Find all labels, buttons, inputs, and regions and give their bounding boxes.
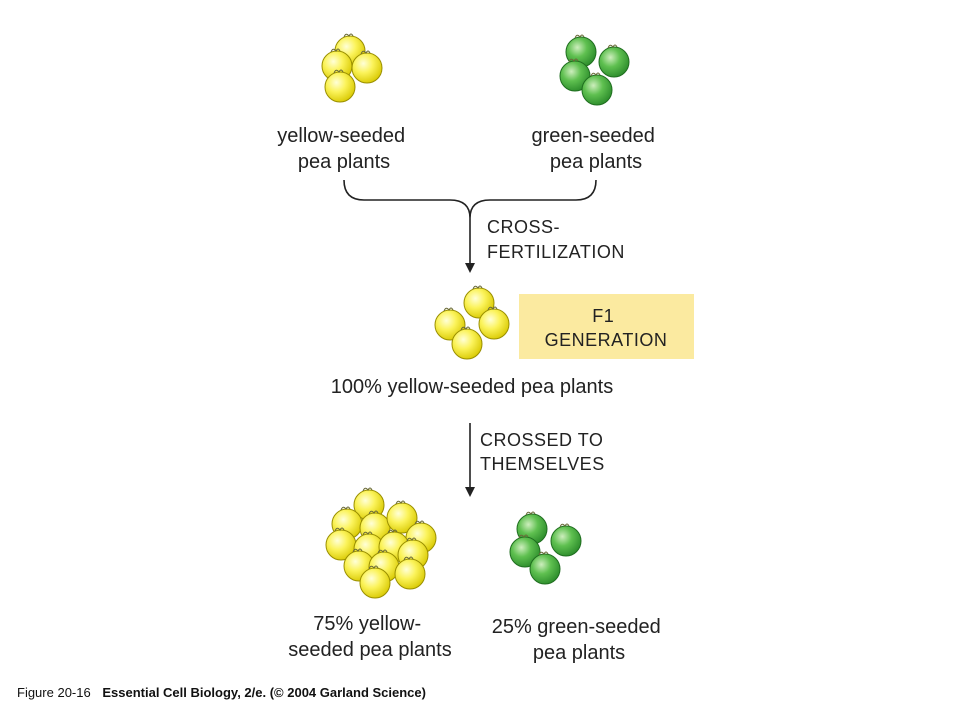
yellow-pea-seed [351, 50, 383, 84]
f2-yellow-label: 75% yellow- seeded pea plants [288, 613, 451, 661]
f1-generation-box [519, 294, 694, 359]
parent-green-peas [559, 34, 630, 106]
green-pea-seed [598, 44, 630, 78]
crossed-to-themselves-line2: THEMSELVES [480, 454, 605, 474]
f2-yellow-label-line1: 75% yellow- [313, 613, 421, 635]
f2-yellow-peas [325, 487, 437, 599]
yellow-pea-seed [353, 487, 385, 521]
parent-yellow-peas [321, 33, 383, 103]
yellow-parent-label-line1: yellow-seeded [277, 125, 405, 147]
green-parent-label-line1: green-seeded [532, 125, 655, 147]
crossed-to-themselves-line1: CROSSED TO [480, 430, 603, 450]
f2-yellow-label-line2: seeded pea plants [288, 639, 451, 661]
yellow-pea-seed [478, 306, 510, 340]
cross-fertilization-label: CROSS- FERTILIZATION [487, 217, 625, 262]
figure-caption: Figure 20-16 Essential Cell Biology, 2/e… [17, 685, 426, 700]
crossed-to-themselves-label: CROSSED TO THEMSELVES [480, 430, 609, 474]
green-parent-label-line2: pea plants [550, 151, 642, 173]
book-credit: Essential Cell Biology, 2/e. (© 2004 Gar… [102, 685, 426, 700]
yellow-pea-seed [324, 69, 356, 103]
green-pea-seed [529, 551, 561, 585]
f2-green-peas [509, 511, 582, 585]
yellow-parent-label-line2: pea plants [298, 151, 390, 173]
green-pea-seed [550, 523, 582, 557]
f1-result-label: 100% yellow-seeded pea plants [331, 376, 613, 398]
yellow-pea-seed [451, 326, 483, 360]
f2-green-label-line1: 25% green-seeded [492, 616, 661, 638]
yellow-pea-seed [359, 565, 391, 599]
f1-generation-label: F1 GENERATION [545, 306, 668, 350]
green-parent-label: green-seeded pea plants [532, 125, 661, 173]
green-pea-seed [581, 72, 613, 106]
yellow-pea-seed [394, 556, 426, 590]
f2-green-label-line2: pea plants [533, 642, 625, 664]
yellow-pea-seed [386, 500, 418, 534]
cross-bracket [343, 179, 597, 219]
green-pea-seed [559, 58, 591, 92]
yellow-parent-label: yellow-seeded pea plants [277, 125, 410, 173]
f1-generation-line2: GENERATION [545, 330, 668, 350]
figure-number: Figure 20-16 [17, 685, 91, 700]
f1-generation-line1: F1 [592, 306, 614, 326]
green-pea-seed [509, 534, 541, 568]
f2-green-label: 25% green-seeded pea plants [492, 616, 667, 664]
f1-yellow-peas [434, 285, 510, 360]
cross-fertilization-line2: FERTILIZATION [487, 242, 625, 262]
cross-fertilization-line1: CROSS- [487, 217, 560, 237]
